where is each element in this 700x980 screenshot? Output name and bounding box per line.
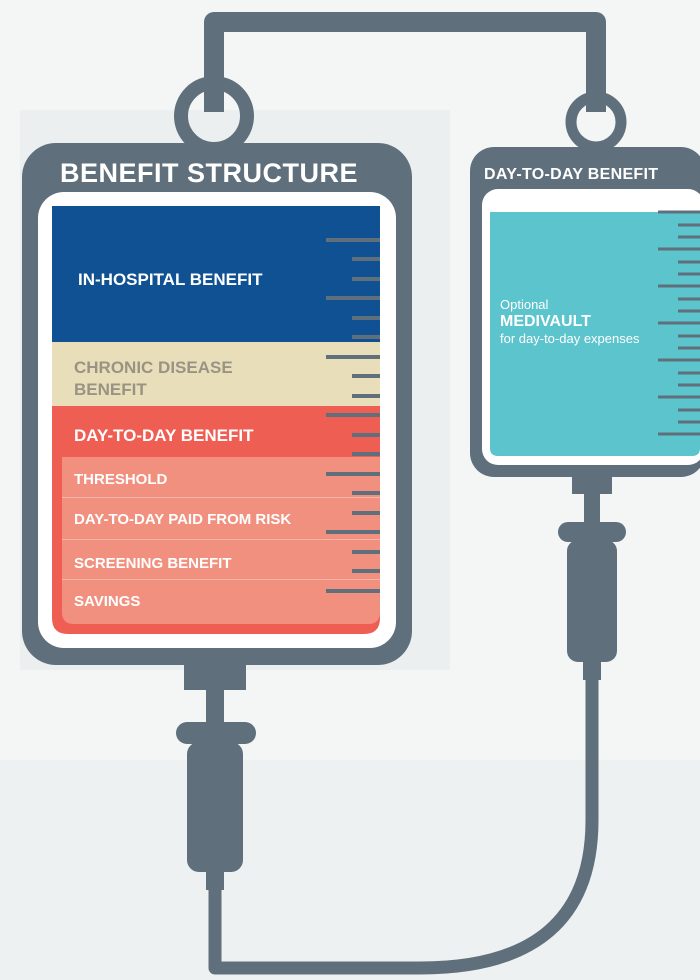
side-bag-title: DAY-TO-DAY BENEFIT — [484, 166, 659, 183]
side-bag-outlet — [572, 476, 612, 494]
main-drip-chamber — [187, 742, 243, 872]
main-chamber-tip — [206, 870, 224, 890]
label-threshold: THRESHOLD — [74, 471, 168, 488]
medivault-description: for day-to-day expenses — [500, 331, 640, 346]
side-drip-chamber — [567, 540, 617, 662]
main-chamber-cap — [176, 722, 256, 744]
segment-chronic — [52, 342, 380, 406]
segment-threshold — [62, 457, 380, 497]
label-screening: SCREENING BENEFIT — [74, 555, 232, 572]
label-paid-from-risk: DAY-TO-DAY PAID FROM RISK — [74, 511, 292, 528]
connecting-tube — [208, 678, 599, 975]
main-bag-title: BENEFIT STRUCTURE — [60, 158, 358, 188]
main-bag-outlet — [184, 662, 246, 690]
side-bag-fluid — [490, 212, 700, 456]
medivault-label: Optional MEDIVAULT for day-to-day expens… — [500, 297, 639, 346]
side-bag-ruler — [658, 210, 700, 436]
label-in-hospital: IN-HOSPITAL BENEFIT — [78, 270, 263, 289]
main-tube-neck — [206, 688, 224, 724]
side-chamber-cap — [558, 522, 626, 542]
segment-screening — [62, 540, 380, 579]
segment-in-hospital — [52, 206, 380, 342]
label-day-to-day: DAY-TO-DAY BENEFIT — [74, 426, 254, 445]
label-chronic: CHRONIC DISEASE BENEFIT — [74, 358, 233, 399]
medivault-name: MEDIVAULT — [500, 313, 591, 330]
label-savings: SAVINGS — [74, 593, 141, 610]
main-bag-ruler — [326, 238, 380, 593]
segment-savings — [62, 580, 380, 624]
medivault-optional: Optional — [500, 297, 549, 312]
hanger-bracket — [204, 12, 606, 112]
side-tube-neck — [584, 492, 600, 524]
side-chamber-tip — [583, 660, 601, 680]
